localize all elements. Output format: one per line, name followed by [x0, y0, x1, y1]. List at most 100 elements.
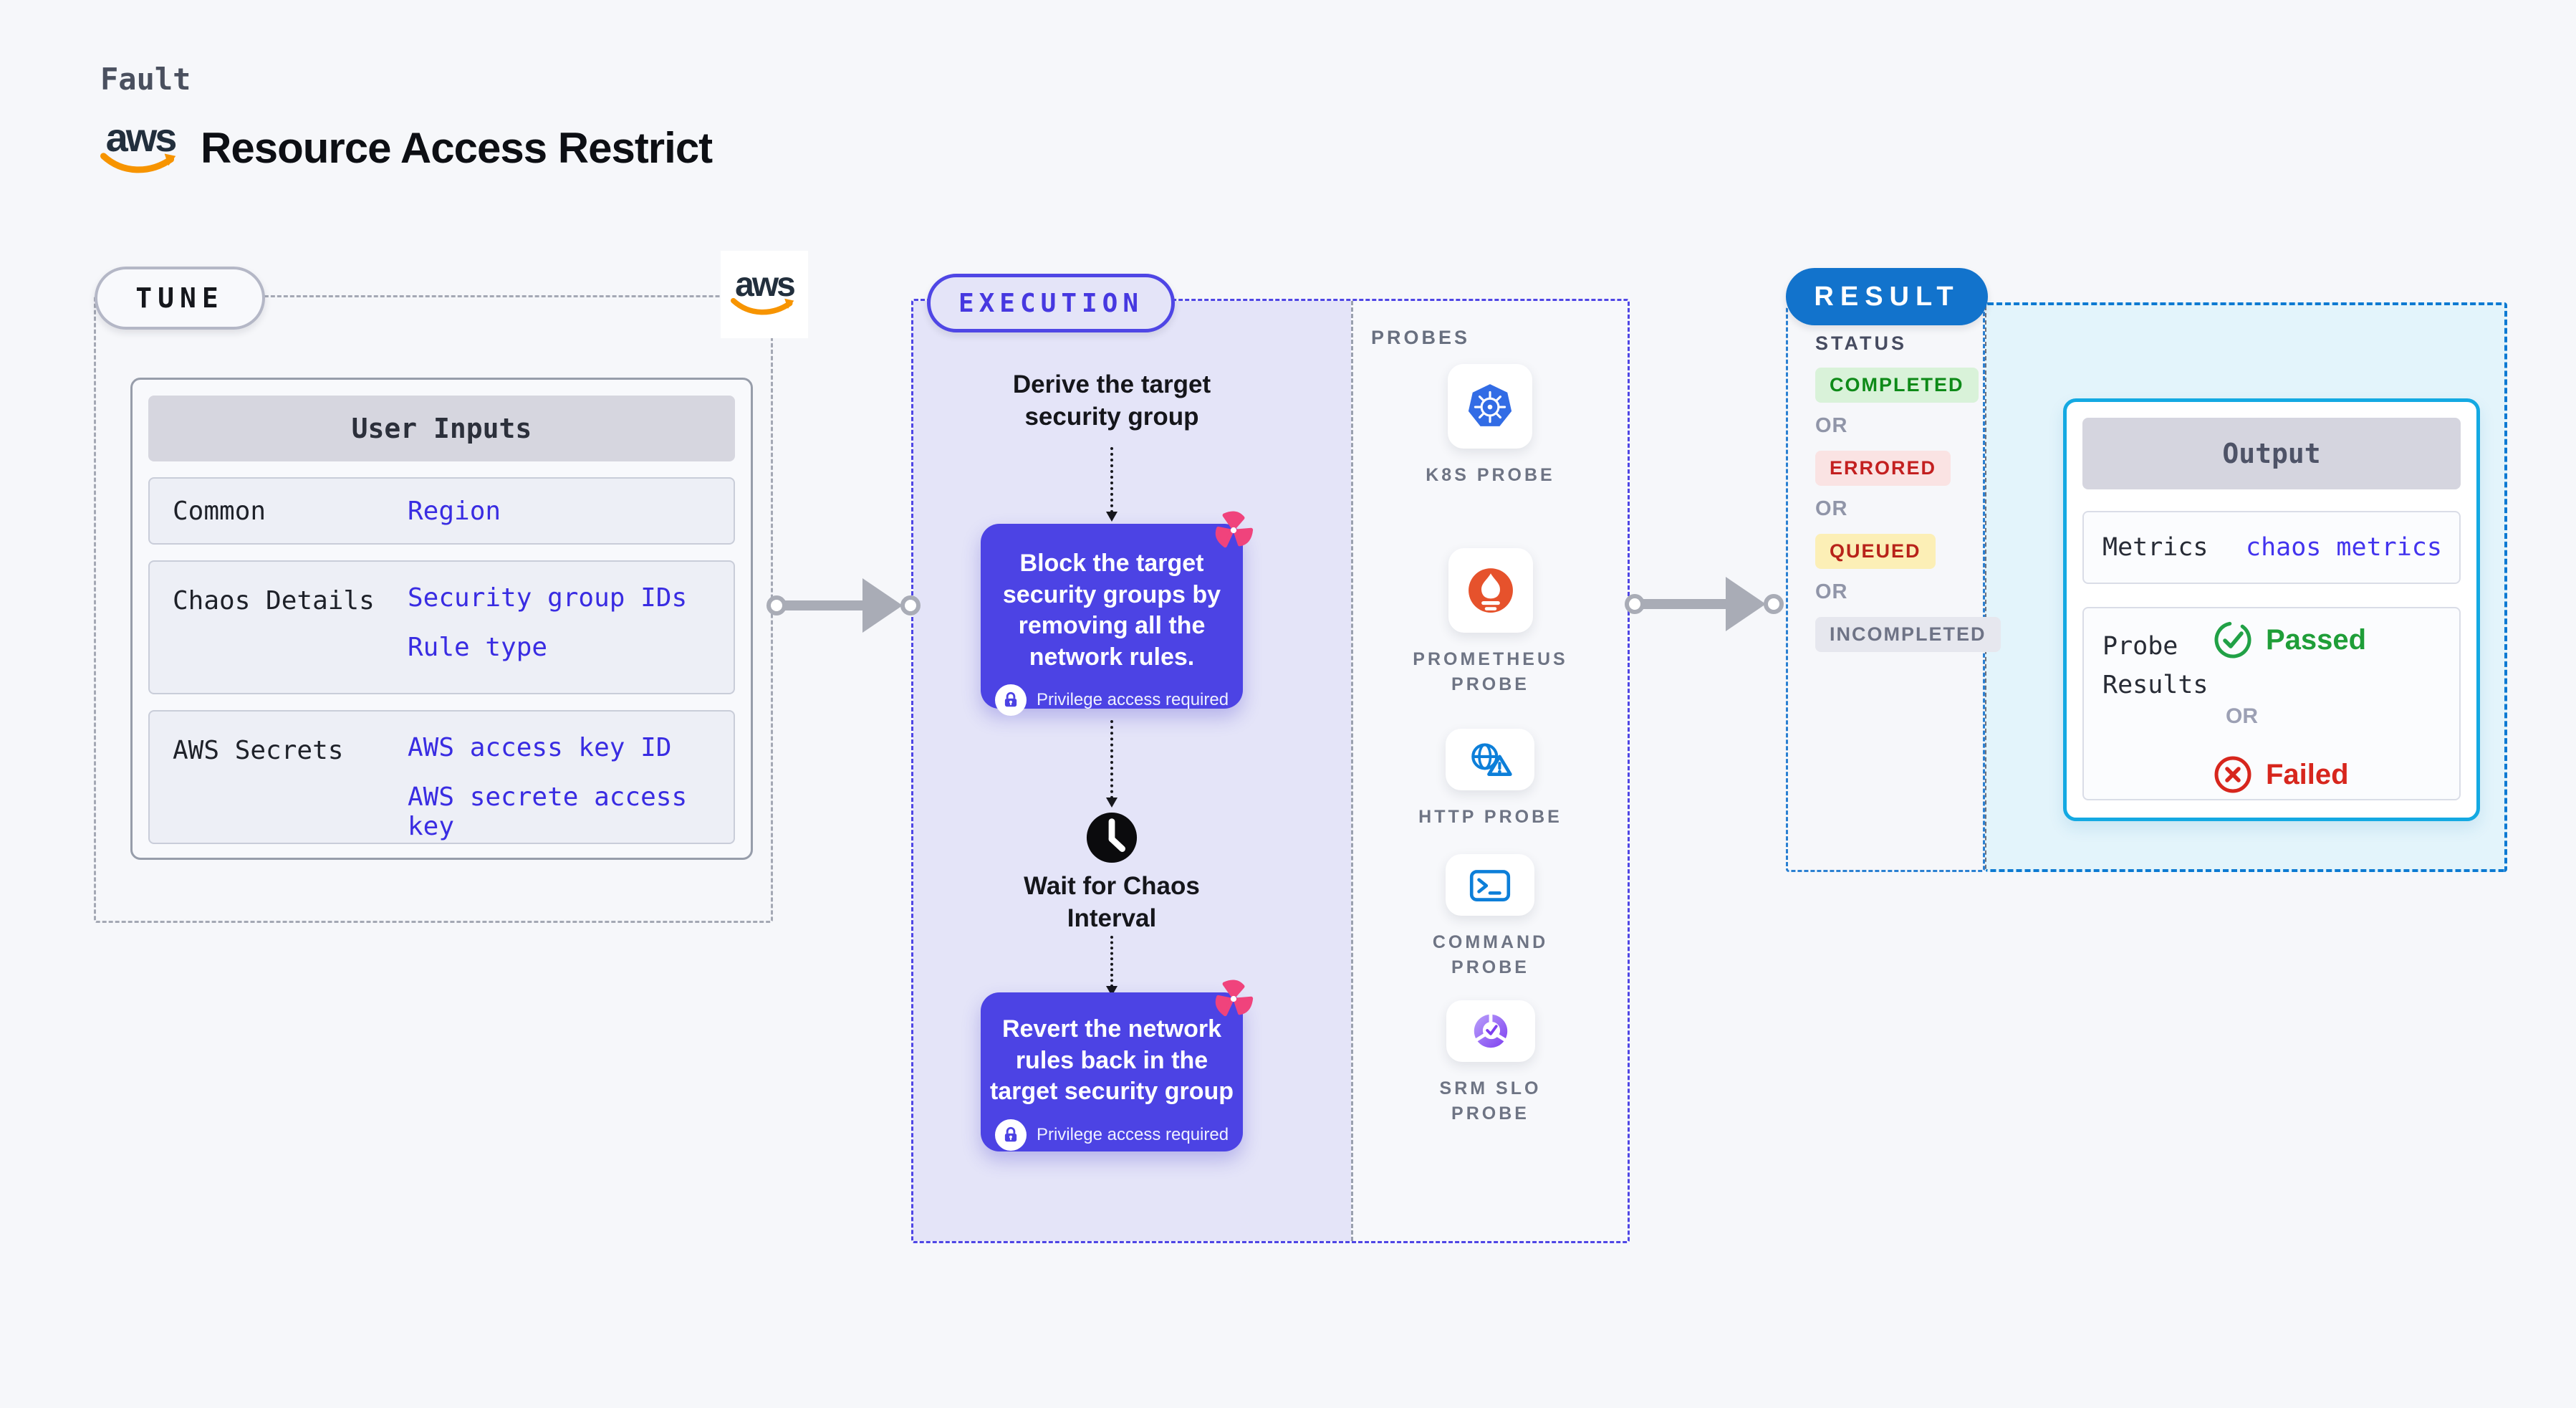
execution-section-box: Derive the target security group Block t…	[911, 299, 1630, 1243]
row-value: Rule type	[408, 633, 548, 662]
execution-to-result-arrow	[1625, 577, 1784, 631]
probe-label-line: PROBE	[1451, 957, 1529, 977]
probe-item-command: COMMAND PROBE	[1433, 854, 1548, 980]
probe-item-http: HTTP PROBE	[1418, 729, 1562, 830]
derive-line: Derive the target	[1012, 370, 1211, 398]
aws-smile-icon	[731, 298, 794, 315]
derive-step-text: Derive the target security group	[983, 369, 1241, 434]
step-line: rules back in the	[1015, 1046, 1208, 1074]
k8s-icon	[1448, 364, 1533, 449]
aws-logo-word: aws	[735, 265, 796, 304]
step-line: removing all the	[1018, 612, 1206, 640]
page-kicker: Fault	[100, 62, 191, 97]
revert-step-text: Revert the network rules back in the tar…	[981, 1014, 1243, 1108]
wait-step-text: Wait for Chaos Interval	[1004, 871, 1219, 935]
probe-label-line: PROMETHEUS	[1413, 649, 1568, 669]
dotted-arrow	[1106, 720, 1118, 808]
block-network-rules-step: Block the target security groups by remo…	[981, 511, 1254, 717]
tune-to-execution-arrow	[766, 578, 921, 633]
user-inputs-card: User Inputs Common Region Chaos Details …	[130, 378, 753, 860]
failed-text: Failed	[2266, 758, 2349, 790]
status-badge-incompleted: INCOMPLETED	[1815, 617, 2001, 652]
tune-badge: TUNE	[95, 267, 265, 330]
step-line: Revert the network	[1001, 1015, 1222, 1043]
result-badge: RESULT	[1786, 268, 1988, 325]
probe-results-line: Probe	[2102, 632, 2178, 661]
chaos-pinwheel-icon	[1215, 980, 1254, 1017]
derive-line: security group	[1024, 402, 1199, 431]
output-or: OR	[2226, 704, 2258, 728]
status-or: OR	[1815, 414, 1848, 437]
srm-slo-icon	[1446, 1000, 1535, 1062]
probe-results-line: Results	[2102, 671, 2209, 700]
status-badge-completed: COMPLETED	[1815, 368, 1979, 403]
metrics-value: chaos metrics	[2246, 533, 2442, 562]
probe-label: COMMAND PROBE	[1433, 930, 1548, 980]
step-line: network rules.	[1029, 643, 1195, 671]
output-metrics-row: Metrics chaos metrics	[2082, 511, 2461, 584]
step-line: Block the target	[1019, 550, 1204, 577]
page-header: aws Resource Access Restrict	[100, 115, 713, 176]
privilege-note: Privilege access required	[981, 684, 1243, 717]
status-badge-errored: ERRORED	[1815, 451, 1951, 486]
metrics-label: Metrics	[2102, 533, 2209, 562]
probe-label: K8S PROBE	[1426, 463, 1554, 488]
row-label: AWS Secrets	[173, 736, 344, 765]
privilege-note-text: Privilege access required	[1036, 690, 1229, 710]
row-value: Security group IDs	[408, 583, 688, 613]
status-or: OR	[1815, 497, 1848, 520]
clock-icon	[1085, 811, 1138, 864]
tune-aws-logo: aws	[721, 251, 808, 338]
row-value: AWS access key ID	[408, 733, 672, 762]
probe-label-line: SRM SLO	[1439, 1078, 1542, 1098]
row-value: AWS secrete access key	[408, 782, 688, 841]
user-inputs-header: User Inputs	[148, 396, 735, 461]
user-input-row-common: Common Region	[148, 477, 735, 545]
command-icon	[1446, 854, 1535, 916]
prometheus-icon	[1448, 548, 1533, 633]
privilege-note: Privilege access required	[981, 1119, 1243, 1151]
aws-smile-icon	[100, 152, 176, 173]
check-circle-icon	[2214, 621, 2251, 658]
user-input-row-chaos-details: Chaos Details Security group IDs Rule ty…	[148, 560, 735, 694]
probe-label-line: K8S PROBE	[1426, 465, 1555, 485]
probe-item-prometheus: PROMETHEUS PROBE	[1413, 548, 1567, 697]
aws-logo: aws	[100, 115, 181, 176]
row-label: Common	[173, 496, 266, 526]
probe-label-line: COMMAND	[1432, 932, 1549, 952]
result-status-box: STATUS COMPLETED OR ERRORED OR QUEUED OR…	[1786, 306, 2001, 872]
block-step-text: Block the target security groups by remo…	[981, 548, 1243, 673]
probe-label-line: PROBE	[1451, 1103, 1529, 1124]
privilege-note-text: Privilege access required	[1036, 1124, 1229, 1144]
failed-result: Failed	[2213, 755, 2349, 795]
probe-label: SRM SLO PROBE	[1440, 1076, 1542, 1126]
probe-label: PROMETHEUS PROBE	[1413, 647, 1567, 697]
aws-logo-word: aws	[105, 115, 178, 160]
page-title: Resource Access Restrict	[201, 124, 713, 173]
probes-label: PROBES	[1371, 327, 1471, 348]
user-input-row-aws-secrets: AWS Secrets AWS access key ID AWS secret…	[148, 710, 735, 844]
passed-text: Passed	[2266, 623, 2367, 656]
probe-label-line: PROBE	[1451, 674, 1529, 694]
step-line: security groups by	[1002, 580, 1221, 608]
status-badge-queued: QUEUED	[1815, 534, 1936, 569]
output-probe-results-row: Probe Results Passed OR Failed	[2082, 607, 2461, 800]
step-line: target security group	[989, 1078, 1234, 1106]
row-label: Chaos Details	[173, 586, 375, 616]
status-label: STATUS	[1815, 332, 1907, 354]
lock-icon	[994, 684, 1027, 717]
dotted-arrow	[1106, 447, 1118, 522]
chaos-pinwheel-icon	[1215, 511, 1254, 548]
wait-line: Interval	[1067, 904, 1157, 932]
probe-results-label: Probe Results	[2102, 627, 2209, 705]
output-header: Output	[2082, 418, 2461, 489]
probes-column: PROBES	[1351, 301, 1628, 1241]
status-or: OR	[1815, 580, 1848, 603]
probe-item-k8s: K8S PROBE	[1426, 364, 1554, 488]
row-value: Region	[408, 496, 501, 526]
http-icon	[1446, 729, 1535, 790]
x-circle-icon	[2214, 756, 2251, 793]
passed-result: Passed	[2213, 620, 2366, 660]
wait-line: Wait for Chaos	[1024, 872, 1200, 900]
